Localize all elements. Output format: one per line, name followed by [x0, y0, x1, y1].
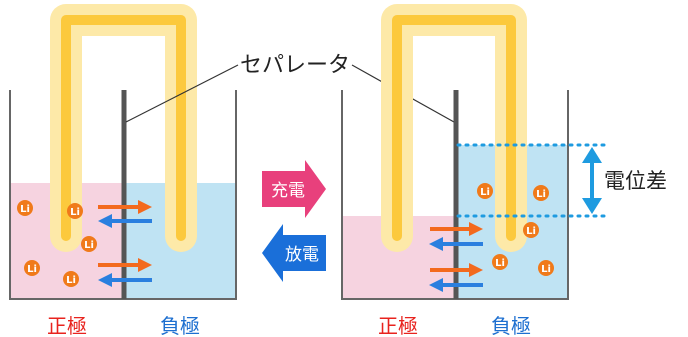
right-positive-label: 正極 [378, 314, 418, 337]
li-ion [24, 260, 40, 276]
li-ion-label: Li [526, 226, 536, 237]
separator-leader-left [125, 64, 239, 123]
left-cell: Li Li Li Li Li 正極 負極 [9, 4, 237, 337]
discharge-arrow-shape [262, 224, 326, 282]
arrow-left-blue-head [98, 273, 112, 287]
li-ion [63, 271, 79, 287]
li-ion [538, 260, 554, 276]
left-positive-label: 正極 [47, 314, 87, 337]
arrow-right-orange-head [469, 263, 483, 277]
arrow-right-orange-head [138, 200, 152, 214]
li-ion [492, 254, 508, 270]
left-negative-label: 負極 [160, 314, 200, 337]
right-cell: Li Li Li Li Li 電位差 [341, 4, 667, 337]
li-ion-label: Li [480, 187, 490, 198]
right-ions: Li Li Li Li Li [477, 183, 554, 276]
arrow-left-blue-head [98, 214, 112, 228]
charge-arrow: 充電 [262, 160, 326, 218]
discharge-label: 放電 [285, 245, 319, 265]
li-ion [533, 185, 549, 201]
left-tube-inner [61, 15, 186, 241]
li-ion [17, 200, 33, 216]
discharge-arrow: 放電 [262, 224, 326, 282]
potential-difference-marker: 電位差 [456, 143, 667, 218]
li-ion [81, 236, 97, 252]
arrow-left-blue-head [429, 278, 443, 292]
li-ion-label: Li [536, 189, 546, 200]
li-ion-label: Li [66, 275, 76, 286]
separator-label: セパレータ [240, 53, 350, 78]
charge-label: 充電 [271, 181, 305, 201]
right-negative-label: 負極 [491, 314, 531, 337]
arrow-left-blue-head [429, 237, 443, 251]
li-ion-label: Li [70, 207, 80, 218]
left-flow-arrows [98, 200, 152, 287]
right-tube-inner [392, 15, 516, 241]
li-ion-label: Li [495, 258, 505, 269]
li-ion-label: Li [84, 240, 94, 251]
potential-arrow-down-head [582, 198, 602, 214]
li-ion [523, 222, 539, 238]
left-ions: Li Li Li Li Li [17, 200, 97, 287]
potential-difference-label: 電位差 [604, 169, 667, 193]
li-ion [477, 183, 493, 199]
arrow-right-orange-head [138, 258, 152, 272]
li-ion-label: Li [20, 204, 30, 215]
right-flow-arrows [429, 222, 483, 292]
potential-arrow-up-head [582, 147, 602, 163]
li-ion-label: Li [27, 264, 37, 275]
charge-arrow-shape [262, 160, 326, 218]
li-ion-label: Li [541, 264, 551, 275]
arrow-right-orange-head [469, 222, 483, 236]
li-ion [67, 203, 83, 219]
separator-callout: セパレータ [125, 53, 455, 123]
